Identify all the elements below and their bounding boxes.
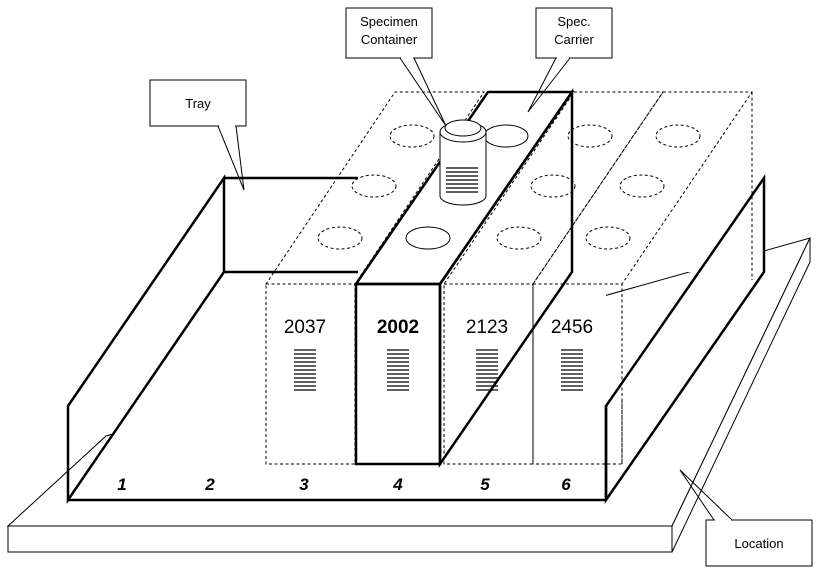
carrier-id-2456: 2456 [551, 317, 593, 338]
container-barcode [446, 167, 478, 193]
callout-spec-carrier-line1: Spec. [557, 14, 590, 29]
callout-specimen-container-line1: Specimen [360, 14, 418, 29]
tray [66, 173, 766, 505]
callout-tray-label: Tray [185, 96, 211, 111]
callout-location-label: Location [734, 536, 783, 551]
position-2: 2 [204, 475, 215, 494]
barcode-2002 [387, 349, 409, 391]
callout-tray: Tray [149, 79, 247, 191]
position-3: 3 [299, 475, 309, 494]
tray-right-wall [606, 178, 764, 500]
callout-spec-carrier-line2: Carrier [554, 32, 594, 47]
callout-specimen-container-line2: Container [361, 32, 418, 47]
position-5: 5 [480, 475, 490, 494]
barcode-2123 [476, 349, 498, 391]
dashed-slots [265, 91, 753, 465]
callout-spec-carrier: Spec. Carrier [527, 7, 613, 113]
callout-location: Location [679, 469, 813, 567]
tray-floor [68, 272, 606, 500]
carrier-id-2002: 2002 [377, 317, 419, 338]
carrier-id-2123: 2123 [466, 317, 508, 338]
position-6: 6 [561, 475, 571, 494]
carrier-hole-back [483, 124, 529, 148]
barcode-2456 [561, 349, 583, 391]
position-1: 1 [117, 475, 126, 494]
carrier-id-2037: 2037 [284, 317, 326, 338]
carrier-hole [405, 226, 451, 250]
barcode-2037 [294, 349, 316, 391]
callout-specimen-container: Specimen Container [345, 7, 447, 127]
sample-holes [317, 124, 701, 250]
tray-back-wall [224, 178, 764, 272]
position-4: 4 [392, 475, 403, 494]
specimen-container [439, 119, 487, 206]
